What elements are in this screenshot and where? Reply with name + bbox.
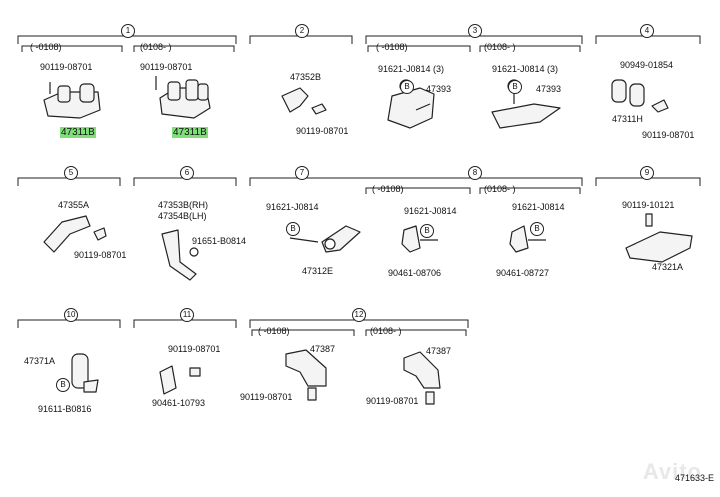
part-label-g6-lh: 47354B(LH) bbox=[158, 211, 207, 221]
date-range-8b: (0108- ) bbox=[484, 184, 516, 194]
date-range-1a: ( -0108) bbox=[30, 42, 62, 52]
part-label-g10-bolt: 91611-B0816 bbox=[38, 404, 92, 414]
date-range-8a: ( -0108) bbox=[372, 184, 404, 194]
part-label-g11-bolt: 90119-08701 bbox=[168, 344, 221, 354]
bracket-7-8 bbox=[249, 177, 583, 186]
date-range-3a: ( -0108) bbox=[376, 42, 408, 52]
part-label-g3a-bolt: 91621-J0814 (3) bbox=[378, 64, 445, 74]
part-drawing-5 bbox=[43, 215, 107, 253]
part-drawing-10 bbox=[71, 353, 99, 393]
group-number-11: 11 bbox=[180, 308, 194, 322]
group-number-10: 10 bbox=[64, 308, 78, 322]
part-drawing-9 bbox=[625, 213, 693, 263]
bolt-marker-b: B bbox=[286, 222, 300, 236]
part-label-g2-part: 47352B bbox=[290, 72, 322, 82]
part-label-g6-bolt: 91651-B0814 bbox=[192, 236, 247, 246]
date-range-3b: (0108- ) bbox=[484, 42, 516, 52]
part-drawing-8a bbox=[401, 225, 438, 253]
group-number-7: 7 bbox=[295, 166, 309, 180]
group-number-1: 1 bbox=[121, 24, 135, 38]
part-label-g12a-bolt: 90119-08701 bbox=[240, 392, 293, 402]
part-label-g1a-bolt: 90119-08701 bbox=[40, 62, 93, 72]
part-label-g12b-part: 47387 bbox=[426, 346, 452, 356]
group-number-5: 5 bbox=[64, 166, 78, 180]
part-drawing-2 bbox=[281, 87, 327, 115]
subbracket-3a bbox=[367, 45, 471, 52]
part-label-g3a-part: 47393 bbox=[426, 84, 452, 94]
part-drawing-4 bbox=[611, 79, 669, 113]
subbracket-8a bbox=[365, 187, 471, 194]
part-drawing-1a bbox=[43, 82, 101, 119]
group-number-3: 3 bbox=[468, 24, 482, 38]
part-label-g1b-bolt: 90119-08701 bbox=[140, 62, 193, 72]
group-number-4: 4 bbox=[640, 24, 654, 38]
part-label-g12b-bolt: 90119-08701 bbox=[366, 396, 419, 406]
part-drawing-12a bbox=[285, 349, 327, 401]
part-label-g1b-part: 47311B bbox=[172, 127, 208, 138]
part-label-g4-bolt: 90119-08701 bbox=[642, 130, 695, 140]
part-label-g12a-part: 47387 bbox=[310, 344, 336, 354]
subbracket-1a bbox=[21, 45, 123, 52]
bolt-marker-b: B bbox=[56, 378, 70, 392]
part-label-g8a-part: 90461-08706 bbox=[388, 268, 442, 278]
part-label-g6-rh: 47353B(RH) bbox=[158, 200, 209, 210]
part-drawing-12b bbox=[403, 351, 441, 405]
bolt-marker-b: B bbox=[530, 222, 544, 236]
group-number-9: 9 bbox=[640, 166, 654, 180]
part-label-g3b-bolt: 91621-J0814 (3) bbox=[492, 64, 559, 74]
subbracket-12a bbox=[251, 329, 355, 336]
part-label-g2-bolt: 90119-08701 bbox=[296, 126, 349, 136]
avito-watermark: Avito bbox=[642, 459, 702, 484]
subbracket-8b bbox=[479, 187, 581, 194]
group-number-12: 12 bbox=[352, 308, 366, 322]
part-drawing-8b bbox=[509, 225, 546, 253]
date-range-12a: ( -0108) bbox=[258, 326, 290, 336]
part-label-g11-part: 90461-10793 bbox=[152, 398, 206, 408]
part-label-g1a-part: 47311B bbox=[60, 127, 96, 138]
bolt-marker-b: B bbox=[400, 80, 414, 94]
part-label-g8a-bolt: 91621-J0814 bbox=[404, 206, 457, 216]
part-drawing-11 bbox=[159, 365, 201, 395]
part-drawing-1b bbox=[155, 76, 211, 119]
group-number-8: 8 bbox=[468, 166, 482, 180]
part-label-g8b-bolt: 91621-J0814 bbox=[512, 202, 565, 212]
part-drawing-6 bbox=[161, 229, 199, 281]
subbracket-12b bbox=[365, 329, 467, 336]
part-label-g3b-part: 47393 bbox=[536, 84, 562, 94]
part-drawing-7 bbox=[289, 225, 361, 253]
group-number-2: 2 bbox=[295, 24, 309, 38]
part-label-g5-bolt: 90119-08701 bbox=[74, 250, 127, 260]
group-number-6: 6 bbox=[180, 166, 194, 180]
date-range-12b: (0108- ) bbox=[370, 326, 402, 336]
bolt-marker-b: B bbox=[420, 224, 434, 238]
part-label-g5-part: 47355A bbox=[58, 200, 90, 210]
diagram-reference-code: 471633-E bbox=[674, 473, 714, 483]
part-label-g10-part: 47371A bbox=[24, 356, 56, 366]
part-label-g7-part: 47312E bbox=[302, 266, 334, 276]
part-label-g9-top: 90119-10121 bbox=[622, 200, 675, 210]
bolt-marker-b: B bbox=[508, 80, 522, 94]
part-label-g4-top: 90949-01854 bbox=[620, 60, 674, 70]
part-label-g4-part: 47311H bbox=[612, 114, 643, 124]
part-label-g8b-part: 90461-08727 bbox=[496, 268, 550, 278]
part-label-g9-part: 47321A bbox=[652, 262, 684, 272]
date-range-1b: (0108- ) bbox=[140, 42, 172, 52]
part-label-g7-bolt: 91621-J0814 bbox=[266, 202, 319, 212]
subbracket-1b bbox=[133, 45, 235, 52]
subbracket-3b bbox=[479, 45, 581, 52]
